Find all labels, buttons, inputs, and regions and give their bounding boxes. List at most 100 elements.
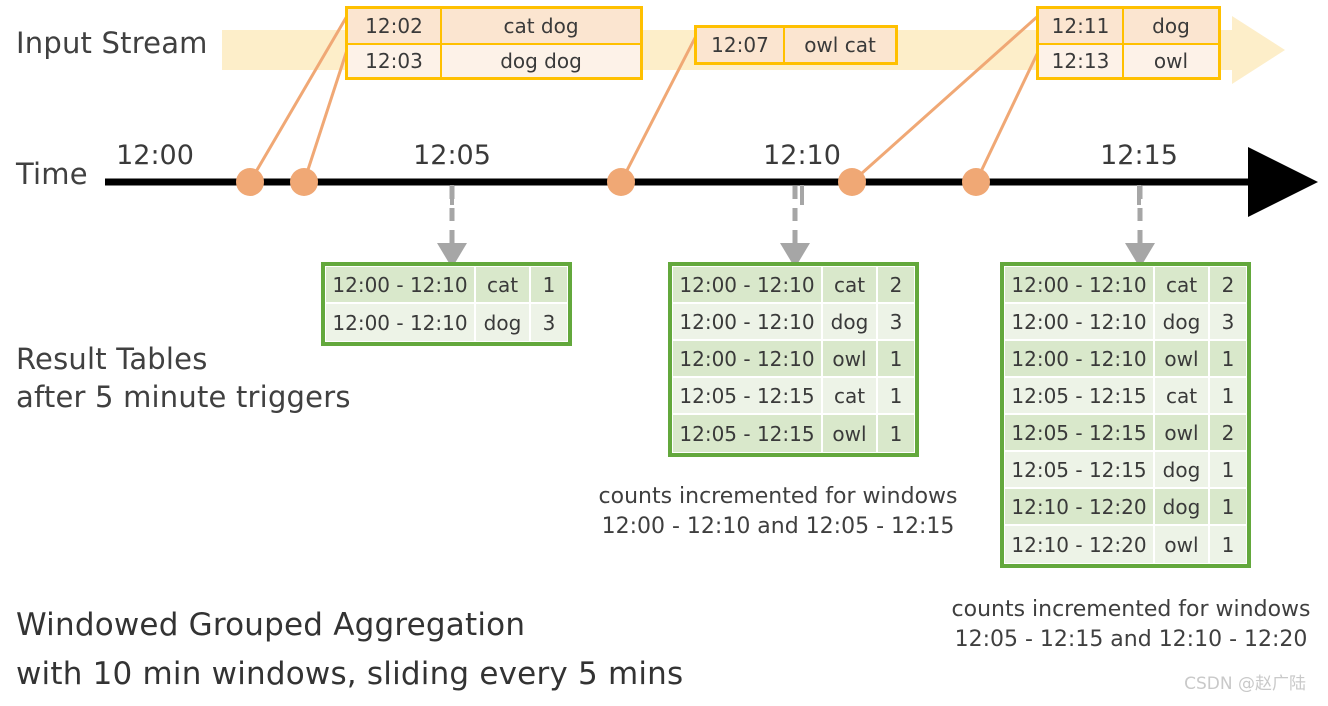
page-title-line2: with 10 min windows, sliding every 5 min… (16, 656, 684, 692)
table-cell-window: 12:10 - 12:20 (1005, 489, 1155, 526)
table-cell-word: owl (1155, 415, 1210, 452)
time-tick-label: 12:15 (1100, 140, 1178, 171)
table-cell-count: 1 (1210, 378, 1246, 415)
table-cell-window: 12:00 - 12:10 (673, 267, 823, 304)
table-cell-count: 3 (531, 304, 567, 341)
table-cell-window: 12:00 - 12:10 (1005, 267, 1155, 304)
stream-event-words: cat dog (442, 9, 640, 43)
table-cell-window: 12:05 - 12:15 (1005, 452, 1155, 489)
table-cell-window: 12:00 - 12:10 (326, 304, 476, 341)
table-cell-word: owl (823, 341, 878, 378)
result-tables-label-line1: Result Tables (16, 342, 208, 376)
table-cell-word: dog (1155, 489, 1210, 526)
table-cell-word: dog (1155, 304, 1210, 341)
table-cell-word: cat (1155, 267, 1210, 304)
table-caption-line1: counts incremented for windows (598, 484, 958, 509)
table-cell-word: cat (476, 267, 531, 304)
table-cell-word: cat (823, 267, 878, 304)
table-cell-count: 1 (878, 378, 914, 415)
stream-event-words: dog (1124, 9, 1218, 43)
table-cell-count: 1 (1210, 489, 1246, 526)
stream-event-words: owl cat (785, 28, 895, 62)
table-cell-window: 12:05 - 12:15 (1005, 415, 1155, 452)
table-cell-window: 12:00 - 12:10 (1005, 341, 1155, 378)
table-cell-window: 12:00 - 12:10 (673, 341, 823, 378)
table-cell-count: 2 (1210, 267, 1246, 304)
table-cell-word: cat (1155, 378, 1210, 415)
table-cell-count: 2 (878, 267, 914, 304)
table-cell-count: 1 (878, 341, 914, 378)
time-tick-label: 12:00 (116, 140, 194, 171)
table-cell-word: cat (823, 378, 878, 415)
table-caption: counts incremented for windows 12:00 - 12… (599, 482, 958, 542)
table-cell-window: 12:10 - 12:20 (1005, 526, 1155, 563)
table-cell-window: 12:00 - 12:10 (326, 267, 476, 304)
table-caption-line2: 12:00 - 12:10 and 12:05 - 12:15 (601, 514, 955, 539)
time-axis-label: Time (16, 157, 88, 191)
table-cell-word: owl (1155, 341, 1210, 378)
table-cell-count: 3 (1210, 304, 1246, 341)
table-caption-line2: 12:05 - 12:15 and 12:10 - 12:20 (954, 627, 1308, 652)
stream-event-words: owl (1124, 43, 1218, 77)
table-caption-line1: counts incremented for windows (951, 597, 1311, 622)
watermark: CSDN @赵广陆 (1184, 674, 1306, 694)
input-stream-label: Input Stream (16, 26, 208, 60)
table-cell-count: 1 (1210, 526, 1246, 563)
table-cell-window: 12:00 - 12:10 (673, 304, 823, 341)
stream-event-time: 12:13 (1039, 43, 1124, 77)
table-cell-count: 1 (878, 415, 914, 452)
stream-event-time: 12:07 (697, 28, 785, 62)
time-tick-label: 12:10 (763, 140, 841, 171)
table-cell-window: 12:05 - 12:15 (1005, 378, 1155, 415)
table-cell-window: 12:00 - 12:10 (1005, 304, 1155, 341)
table-caption: counts incremented for windows 12:05 - 12… (952, 595, 1311, 655)
table-cell-word: dog (1155, 452, 1210, 489)
table-cell-count: 2 (1210, 415, 1246, 452)
table-cell-window: 12:05 - 12:15 (673, 378, 823, 415)
stream-event-time: 12:02 (348, 9, 442, 43)
stream-event-words: dog dog (442, 43, 640, 77)
table-cell-count: 1 (1210, 341, 1246, 378)
table-cell-word: dog (476, 304, 531, 341)
table-cell-window: 12:05 - 12:15 (673, 415, 823, 452)
table-cell-count: 1 (1210, 452, 1246, 489)
table-cell-count: 1 (531, 267, 567, 304)
stream-event-time: 12:03 (348, 43, 442, 77)
table-cell-word: dog (823, 304, 878, 341)
stream-event-time: 12:11 (1039, 9, 1124, 43)
table-cell-count: 3 (878, 304, 914, 341)
result-tables-label: Result Tables after 5 minute triggers (16, 340, 351, 416)
time-tick-label: 12:05 (413, 140, 491, 171)
page-title-line1: Windowed Grouped Aggregation (16, 607, 526, 643)
table-cell-word: owl (1155, 526, 1210, 563)
page-title: Windowed Grouped Aggregation with 10 min… (16, 601, 683, 699)
result-tables-label-line2: after 5 minute triggers (16, 380, 351, 414)
table-cell-word: owl (823, 415, 878, 452)
